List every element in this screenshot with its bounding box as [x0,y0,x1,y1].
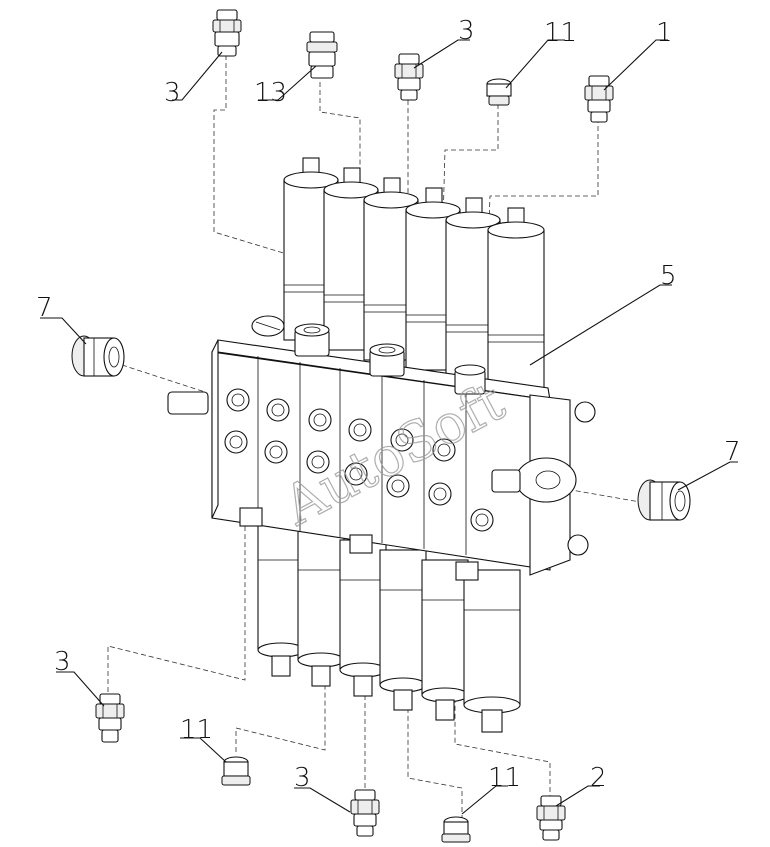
callout-label: 3 [458,16,475,46]
lower-cylinder-3 [339,539,387,697]
fitting-3-bottom-middle [350,789,380,837]
callout-label: 13 [254,78,287,108]
fitting-2 [536,795,566,841]
fitting-1 [584,75,614,123]
callout-labels: 3 13 3 11 1 7 5 7 3 11 3 11 2 [36,16,741,793]
plug-11-top [486,78,512,106]
fitting-7-right [637,479,691,521]
upper-solenoid-cylinders [283,157,545,391]
upper-cylinder-5 [445,197,501,381]
callout-label: 11 [544,18,577,48]
callout-label: 3 [54,647,71,677]
face-plugs [224,388,494,532]
top-port-3 [454,364,486,395]
fitting-3-top-left [212,9,242,57]
callout-label: 3 [294,763,311,793]
lower-cylinder-2 [297,529,345,687]
fitting-13 [306,31,338,79]
callout-label: 5 [660,261,677,291]
callout-label: 11 [488,763,521,793]
lower-cylinder-6 [463,569,521,733]
lower-cylinder-4 [379,549,427,711]
callout-leaders [40,39,738,815]
lower-cylinder-5 [421,559,469,721]
upper-cylinder-6 [487,207,545,391]
fitting-3-top-middle [394,53,424,101]
callout-label: 11 [180,715,213,745]
callout-label: 2 [590,763,607,793]
lower-cylinder-1 [257,519,305,677]
callout-label: 7 [724,437,741,467]
valve-body [167,315,596,581]
callout-label: 3 [164,78,181,108]
end-flange [491,457,577,503]
lower-solenoid-cylinders [257,519,521,733]
plug-11-bottom-right [441,816,471,843]
fitting-7-left [71,335,125,377]
top-port-2 [369,343,405,377]
plug-11-bottom-left [221,756,251,786]
callout-label: 7 [36,293,53,323]
top-port-1 [294,323,330,357]
fitting-3-bottom-left [95,693,125,743]
callout-label: 1 [656,18,673,48]
